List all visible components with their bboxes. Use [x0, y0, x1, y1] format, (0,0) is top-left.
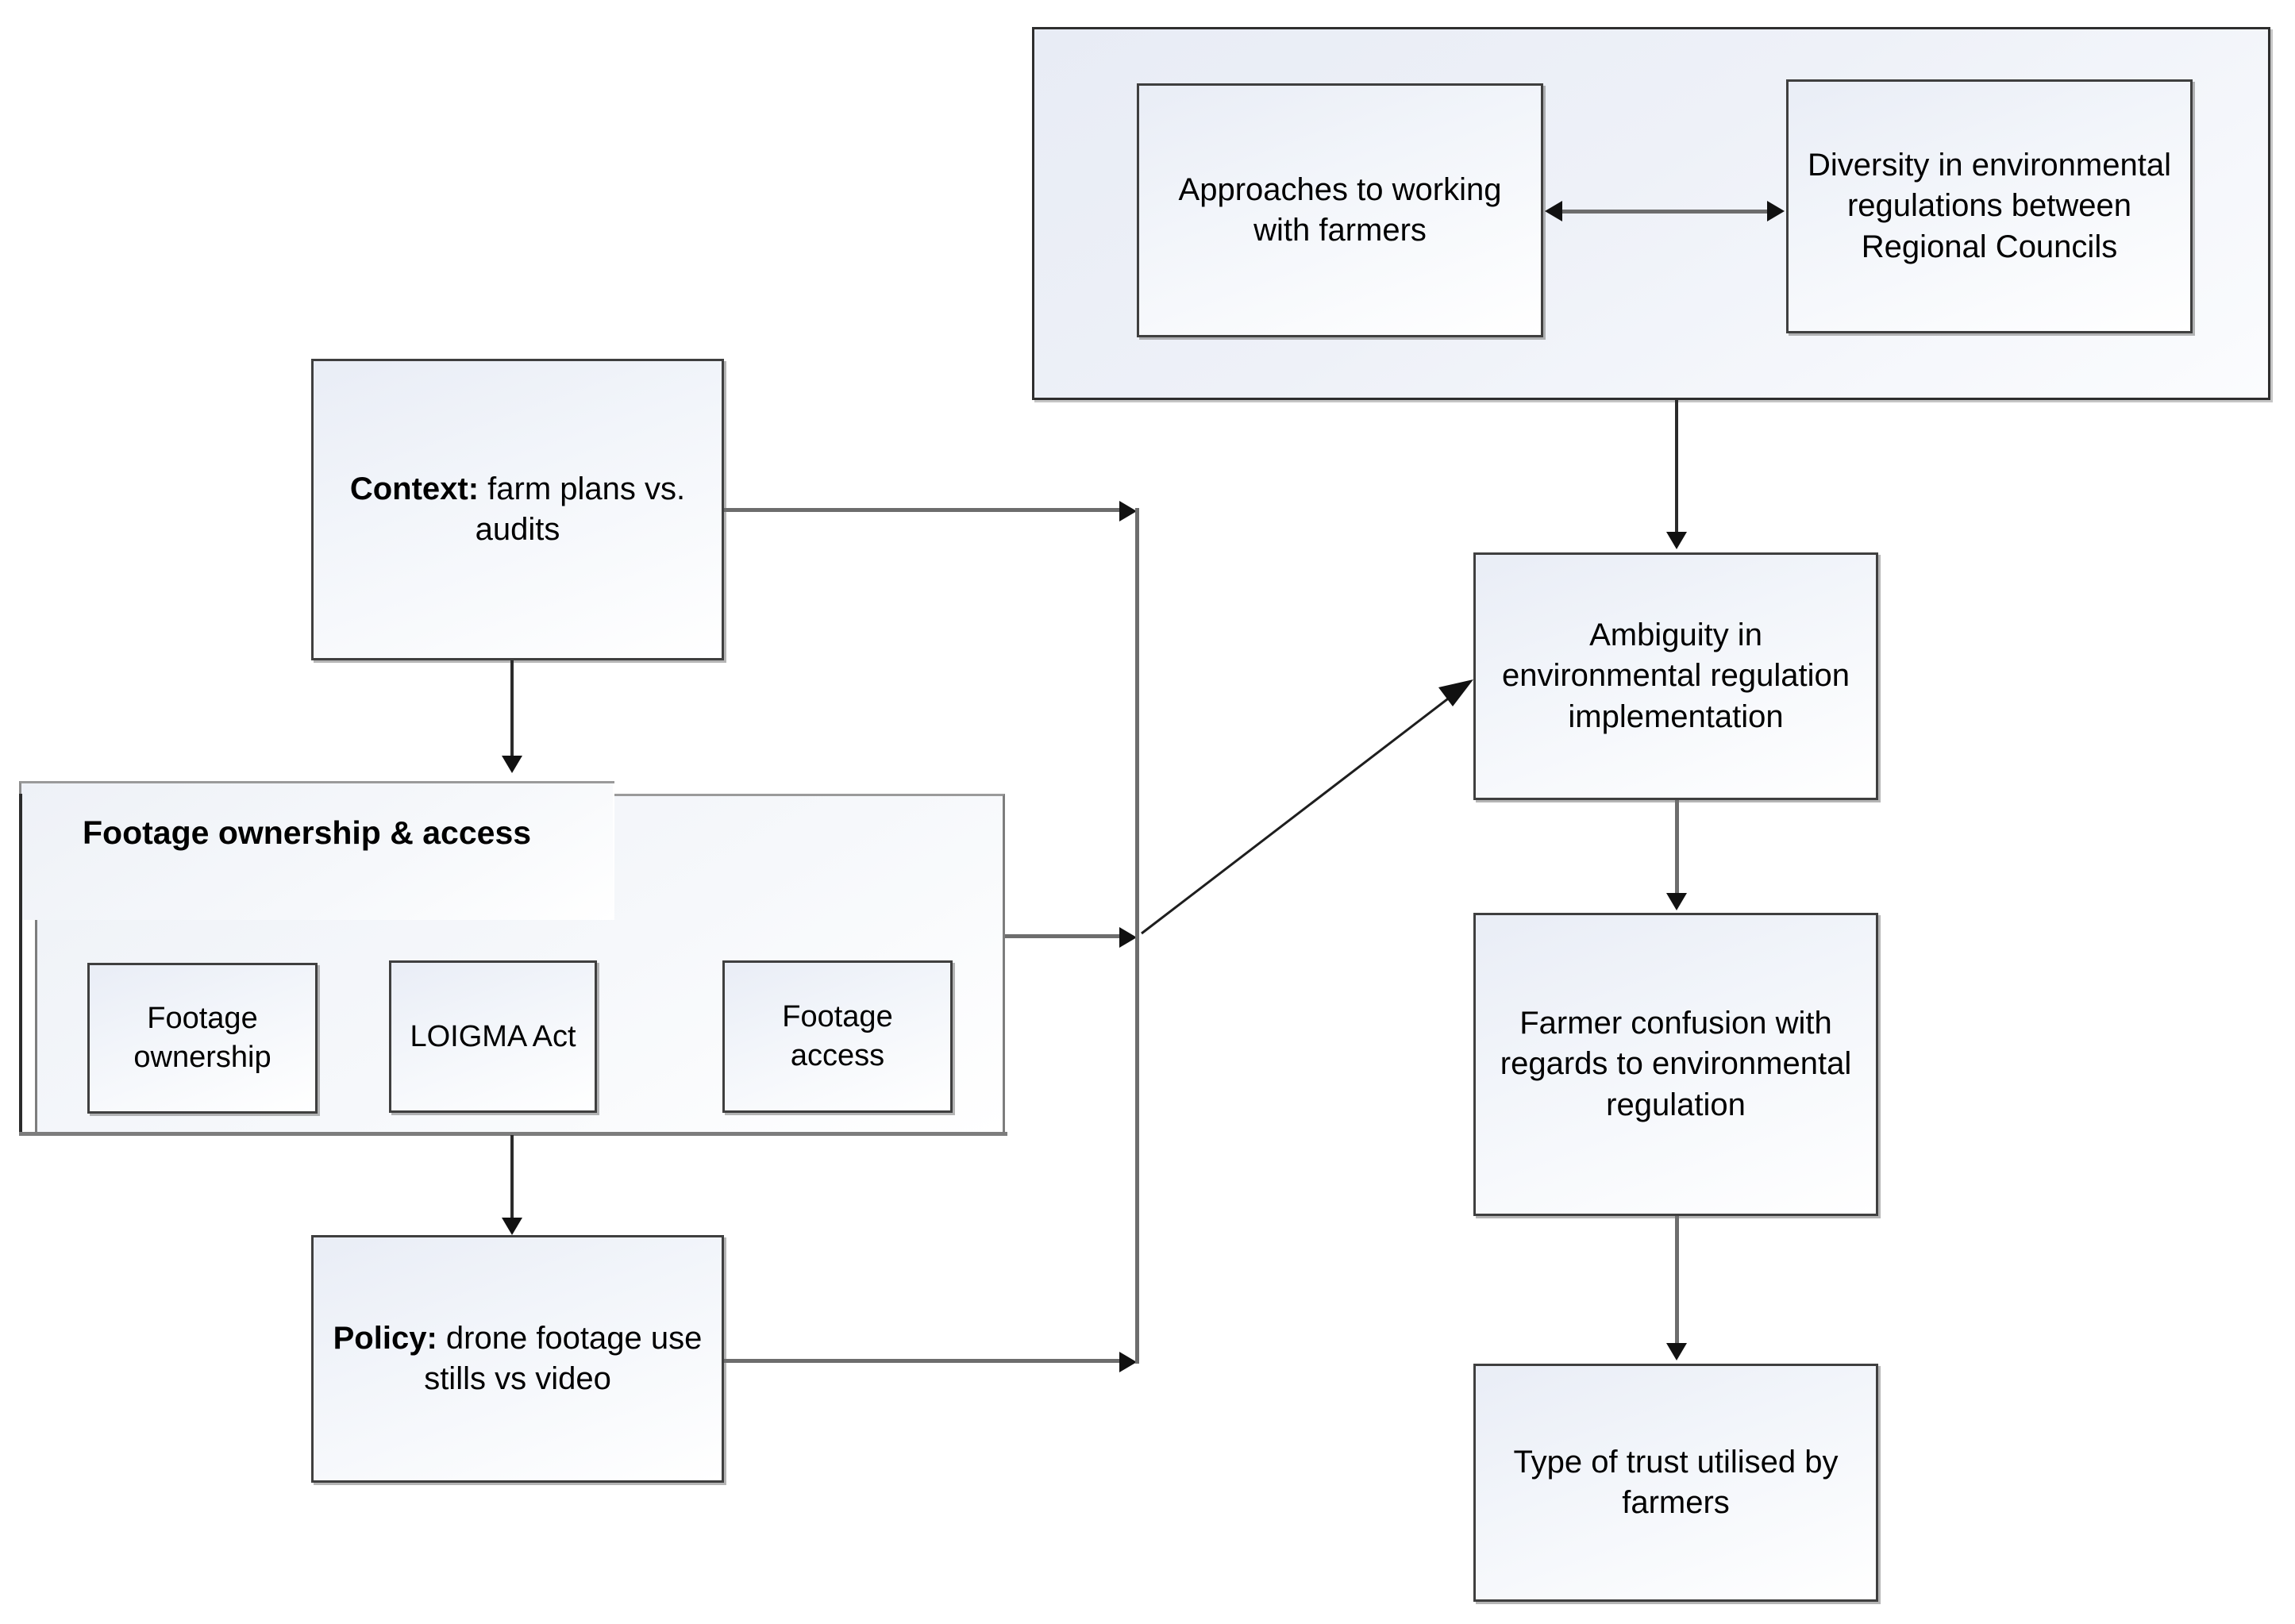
node-policy-drone-footage[interactable]: Policy: drone footage use stills vs vide…	[311, 1235, 724, 1483]
node-ambiguity-in-environmental-regulation[interactable]: Ambiguity in environmental regulation im…	[1473, 552, 1878, 800]
edge-ambiguity-confusion-arrowhead	[1666, 893, 1687, 910]
node-ambiguity-label: Ambiguity in environmental regulation im…	[1501, 618, 1850, 734]
edge-footage-policy-line	[510, 1135, 514, 1232]
node-loigma-act[interactable]: LOIGMA Act	[389, 960, 597, 1113]
edge-approaches-diversity-line	[1562, 210, 1767, 214]
edge-confusion-trust-arrowhead	[1666, 1343, 1687, 1360]
edge-footage-junction-arrowhead	[1119, 927, 1137, 948]
edge-policy-junction-line	[724, 1359, 1129, 1363]
edge-context-footage-line	[510, 660, 514, 764]
node-diversity-in-environmental-regulations[interactable]: Diversity in environmental regulations b…	[1786, 79, 2193, 333]
node-trust-label: Type of trust utilised by farmers	[1513, 1444, 1839, 1520]
edge-ambiguity-confusion-line	[1675, 800, 1679, 903]
edge-footage-junction-line	[1005, 934, 1129, 938]
node-context-label: Context: farm plans vs. audits	[349, 471, 686, 547]
edge-approaches-diversity-arrowhead-right	[1767, 201, 1785, 221]
edge-confusion-trust-line	[1675, 1216, 1679, 1353]
node-approaches-label: Approaches to working with farmers	[1178, 171, 1502, 248]
node-footage-access[interactable]: Footage access	[722, 960, 953, 1113]
edge-context-junction-line	[724, 508, 1129, 512]
node-diversity-label: Diversity in environmental regulations b…	[1808, 148, 2171, 264]
junction-spine	[1135, 508, 1139, 1364]
node-type-of-trust-utilised-by-farmers[interactable]: Type of trust utilised by farmers	[1473, 1364, 1878, 1602]
node-footage-access-label: Footage access	[782, 1000, 893, 1072]
node-farmer-confusion[interactable]: Farmer confusion with regards to environ…	[1473, 913, 1878, 1216]
footage-ownership-access-bottom-edge	[19, 1132, 1007, 1136]
edge-group-ambiguity-arrowhead	[1666, 532, 1687, 549]
edge-context-junction-arrowhead	[1119, 501, 1137, 521]
edge-approaches-diversity-arrowhead-left	[1545, 201, 1562, 221]
footage-ownership-access-left-edge	[19, 794, 22, 1135]
node-farmer-confusion-label: Farmer confusion with regards to environ…	[1500, 1006, 1852, 1122]
node-footage-ownership-label: Footage ownership	[133, 1002, 271, 1074]
node-loigma-act-label: LOIGMA Act	[410, 1019, 576, 1053]
footage-ownership-access-inner-fill	[21, 783, 613, 920]
edge-context-footage-arrowhead	[502, 756, 522, 773]
node-approaches-to-working-with-farmers[interactable]: Approaches to working with farmers	[1137, 83, 1543, 337]
node-context-farm-plans-vs-audits[interactable]: Context: farm plans vs. audits	[311, 359, 724, 660]
node-policy-label: Policy: drone footage use stills vs vide…	[333, 1320, 703, 1396]
footage-ownership-access-label: Footage ownership & access	[83, 814, 532, 851]
edge-policy-junction-arrowhead	[1119, 1352, 1137, 1372]
edge-footage-policy-arrowhead	[502, 1218, 522, 1235]
node-footage-ownership[interactable]: Footage ownership	[87, 963, 318, 1114]
edge-group-ambiguity-line	[1675, 400, 1678, 539]
